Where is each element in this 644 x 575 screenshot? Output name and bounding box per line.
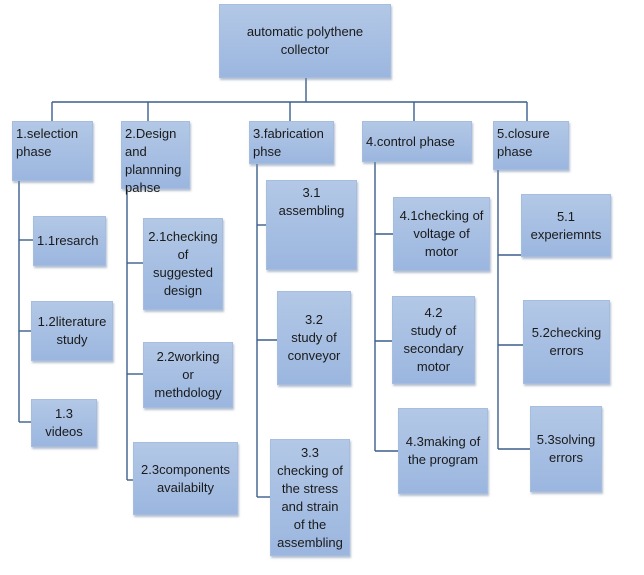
task-3-1: 3.1 assembling (266, 180, 357, 270)
task-4-3: 4.3making of the program (398, 408, 488, 494)
task-4-2: 4.2 study of secondary motor (392, 296, 475, 384)
task-2-1: 2.1checking of suggested design (143, 218, 223, 310)
phase-2-header: 2.Design and plannning pahse (121, 121, 190, 195)
phase-5-header: 5.closure phase (493, 121, 569, 170)
task-2-3: 2.3components availabilty (133, 442, 238, 515)
task-5-1: 5.1 experiemnts (521, 194, 611, 257)
root-node: automatic polythene collector (219, 4, 391, 78)
task-5-3: 5.3solving errors (530, 406, 602, 492)
task-5-2: 5.2checking errors (523, 300, 610, 384)
task-1-2: 1.2literature study (31, 301, 113, 361)
phase-1-header: 1.selection phase (12, 121, 93, 181)
task-1-3: 1.3 videos (31, 399, 97, 447)
task-3-2: 3.2 study of conveyor (277, 291, 351, 385)
phase-3-header: 3.fabrication phse (249, 121, 334, 164)
task-1-1: 1.1resarch (33, 216, 106, 266)
phase-4-header: 4.control phase (362, 121, 472, 162)
task-3-3: 3.3 checking of the stress and strain of… (270, 439, 350, 556)
task-4-1: 4.1checking of voltage of motor (393, 197, 490, 271)
task-2-2: 2.2working or methdology (143, 342, 233, 408)
